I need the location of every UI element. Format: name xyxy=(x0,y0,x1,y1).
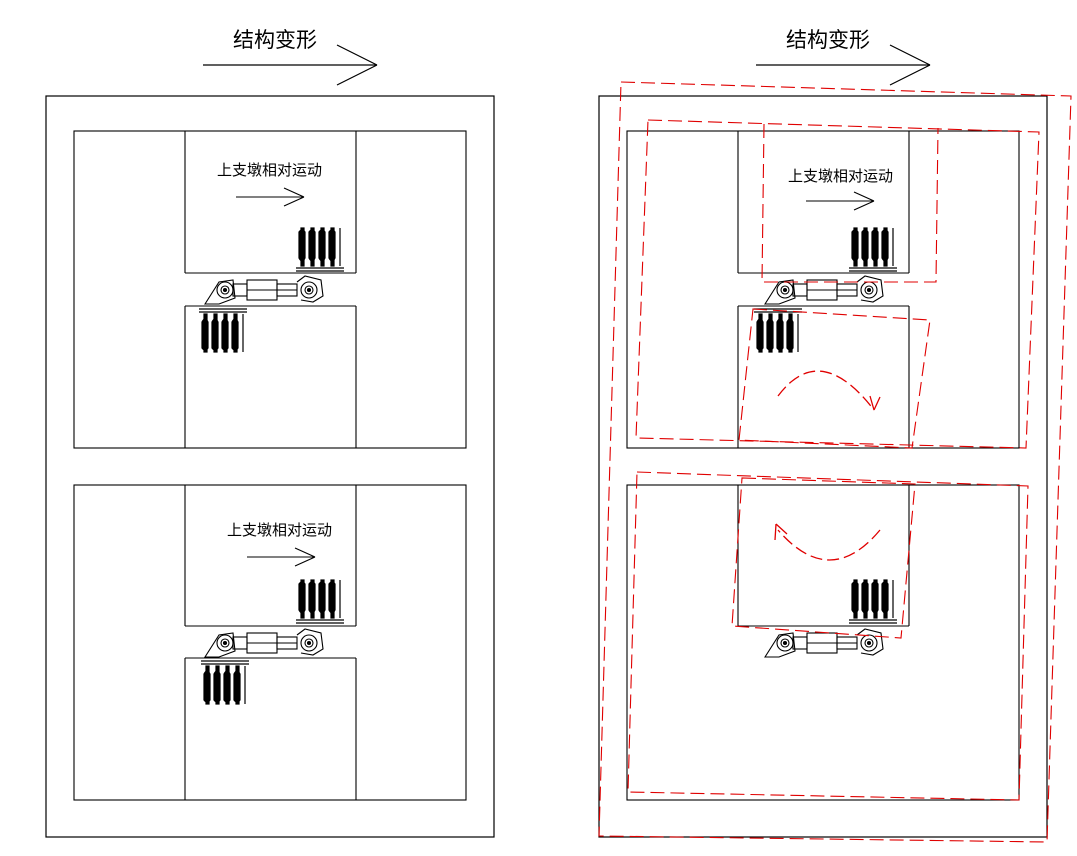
anchor-bolt-icon xyxy=(848,227,898,272)
rotation-arrow-icon xyxy=(869,395,881,411)
upper-motion-label: 上支墩相对运动 xyxy=(788,167,893,185)
deformed-outer-frame xyxy=(598,81,1072,843)
arrow-right-icon xyxy=(235,187,305,207)
rotation-arrow-icon xyxy=(774,523,788,541)
upper-unit xyxy=(626,130,1020,449)
deformed-lower-pier xyxy=(731,477,916,639)
arrow-right-icon xyxy=(756,44,931,86)
arrow-right-icon xyxy=(246,547,316,567)
room-frame xyxy=(626,484,1020,801)
anchor-bolt-icon xyxy=(198,308,248,353)
deformed-upper-pier xyxy=(738,308,931,449)
room-frame xyxy=(73,130,467,449)
anchor-bolt-icon xyxy=(848,579,898,624)
room-frame xyxy=(73,484,467,801)
room-frame xyxy=(626,130,1020,449)
anchor-bolt-icon xyxy=(295,579,345,624)
arrow-right-icon xyxy=(203,44,378,86)
lower-motion-label: 上支墩相对运动 xyxy=(227,521,332,539)
arrow-right-icon xyxy=(805,191,875,211)
anchor-bolt-icon xyxy=(200,660,250,705)
lower-unit xyxy=(73,484,467,801)
outer-frame xyxy=(45,95,495,838)
left-panel-title: 结构变形 xyxy=(233,28,317,52)
rotation-arrow-icon xyxy=(777,529,881,561)
upper-unit xyxy=(73,130,467,449)
deformed-upper-room xyxy=(635,119,1040,449)
rotation-arrow-icon xyxy=(777,370,875,411)
deformed-lower-room xyxy=(627,471,1029,801)
damper-icon xyxy=(204,275,324,305)
right-panel-title: 结构变形 xyxy=(786,28,870,52)
anchor-bolt-icon xyxy=(753,308,803,353)
deformed-shape xyxy=(598,81,1072,843)
right-panel: 结构变形 上支墩相对运动 xyxy=(598,28,1072,843)
outer-frame xyxy=(598,95,1048,838)
anchor-bolt-icon xyxy=(295,227,345,272)
left-panel: 结构变形 上支墩相对运动 xyxy=(45,28,495,838)
damper-icon xyxy=(764,628,884,658)
upper-motion-label: 上支墩相对运动 xyxy=(217,161,322,179)
damper-icon xyxy=(204,628,324,658)
damper-icon xyxy=(764,275,884,305)
